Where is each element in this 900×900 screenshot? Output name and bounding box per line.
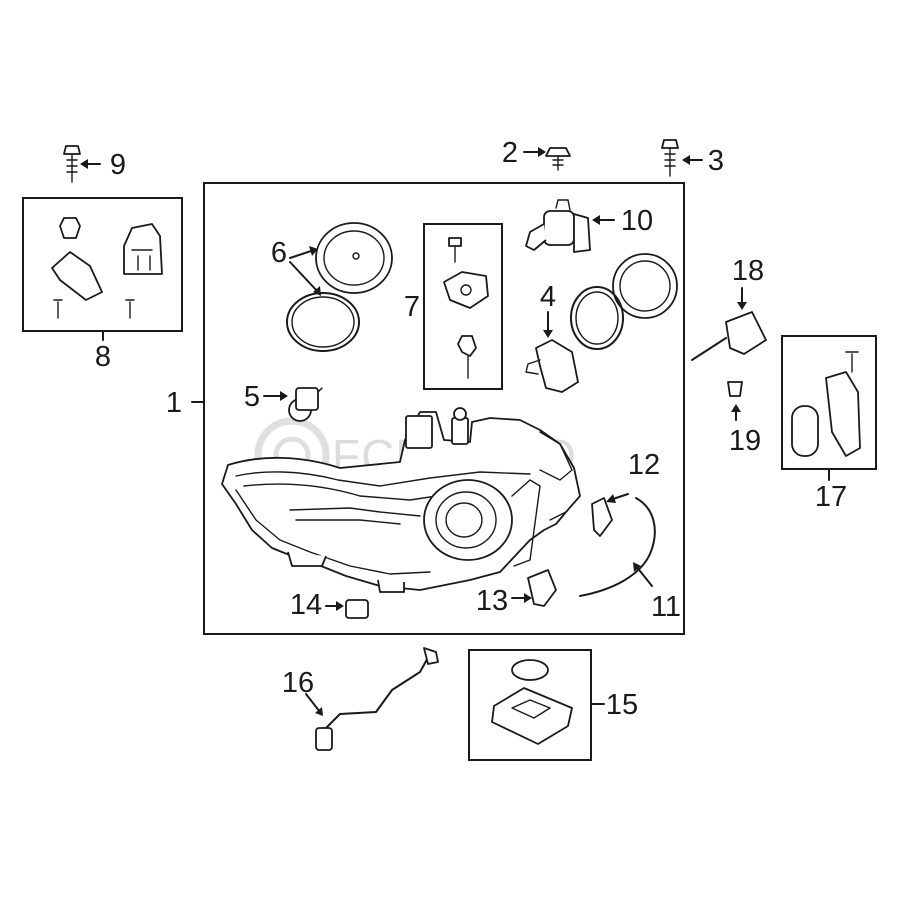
bracket-kit [51,217,163,319]
leader-lines [80,147,830,716]
screw-9 [63,145,81,183]
callout-11: 11 [651,591,681,623]
dust-cap-large [315,222,393,294]
callout-12: 12 [628,449,660,481]
callout-5: 5 [244,381,260,413]
ballast-kit [791,351,861,457]
dust-cap-small [612,253,678,319]
bulb-socket [525,339,579,393]
callout-17: 17 [815,481,847,513]
callout-6: 6 [271,237,287,269]
callout-3: 3 [708,145,724,177]
grommet-14 [345,599,369,619]
adjuster-kit-box [423,223,503,390]
screw-2 [545,147,571,171]
callout-8: 8 [95,341,111,373]
xenon-bulb-18 [691,311,767,361]
control-module-box [468,649,592,761]
seal-ring-large [286,292,360,352]
callout-1: 1 [166,387,182,419]
callout-16: 16 [282,667,314,699]
wire-harness-11 [579,497,656,597]
bulb-h7 [525,199,591,253]
control-module [491,659,573,745]
callout-7: 7 [404,291,420,323]
callout-2: 2 [502,137,518,169]
callout-9: 9 [110,149,126,181]
clip-19 [727,381,743,397]
callout-4: 4 [540,281,556,313]
bracket-13 [527,569,557,607]
callout-18: 18 [732,255,764,287]
callout-19: 19 [729,425,761,457]
callout-15: 15 [606,689,638,721]
callout-14: 14 [290,589,322,621]
adjuster-kit [443,237,489,379]
side-bulb [288,387,323,422]
callout-13: 13 [476,585,508,617]
clip-12 [591,497,613,537]
screw-3 [661,139,679,177]
main-assembly-box [203,182,685,635]
cable-16 [315,647,439,751]
seal-ring-small [570,286,624,350]
callout-10: 10 [621,205,653,237]
headlamp-assembly [221,407,581,593]
